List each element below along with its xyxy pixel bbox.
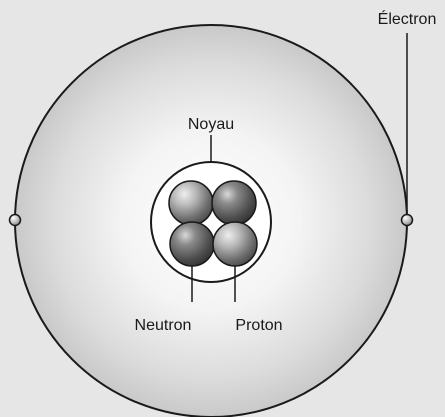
nucleus-circle <box>150 161 272 283</box>
particle-top-right <box>211 180 257 226</box>
electron-left-icon <box>8 213 22 227</box>
proton-label: Proton <box>235 317 282 334</box>
neutron-label: Neutron <box>135 317 192 334</box>
nucleus-label: Noyau <box>188 116 234 133</box>
electron-right-icon <box>400 213 414 227</box>
electron-label: Électron <box>378 9 437 28</box>
particle-proton <box>212 221 258 267</box>
particle-neutron <box>169 221 215 267</box>
particle-top-left <box>168 180 214 226</box>
nucleus-particles <box>168 180 258 267</box>
